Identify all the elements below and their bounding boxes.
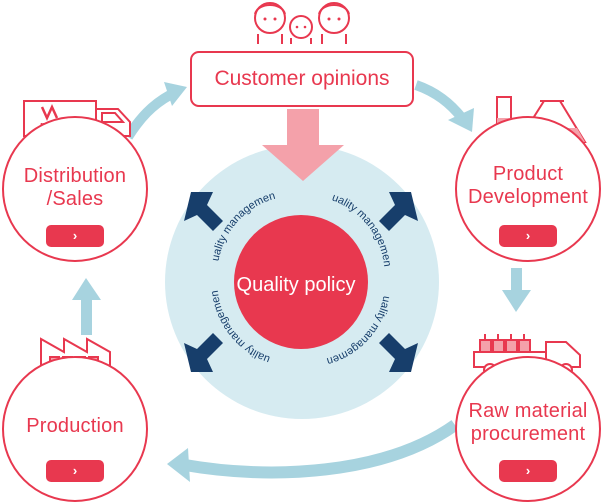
raw-material-procurement-button[interactable]: › <box>499 460 557 482</box>
distribution-sales-button[interactable]: › <box>46 225 104 247</box>
quality-policy-label: Quality policy <box>236 274 356 296</box>
arrow-production-to-distribution <box>72 278 101 335</box>
customer-opinions-label: Customer opinions <box>214 67 390 90</box>
arrow-lower-left <box>184 333 223 372</box>
product-development-label: Product Development <box>467 163 589 208</box>
quality-policy-circle <box>234 215 368 349</box>
product-development-node[interactable]: Product Development › <box>455 116 601 262</box>
production-label: Production <box>26 415 124 437</box>
arrow-upper-right <box>379 192 418 231</box>
distribution-sales-label: Distribution /Sales <box>23 165 127 210</box>
family-icon <box>254 2 350 44</box>
arrow-distribution-to-customer <box>123 82 187 140</box>
diagonal-arrows <box>184 192 418 372</box>
down-arrow-customer-to-policy <box>262 109 344 181</box>
distribution-sales-node[interactable]: Distribution /Sales › <box>2 116 148 262</box>
arrow-upper-left <box>184 192 223 231</box>
production-node[interactable]: Production › <box>2 356 148 502</box>
production-button[interactable]: › <box>46 460 104 482</box>
cycle-arrows <box>72 80 531 482</box>
raw-material-procurement-node[interactable]: Raw material procurement › <box>455 356 601 502</box>
arrow-customer-to-product <box>414 80 474 132</box>
customer-opinions-box: Customer opinions <box>190 51 414 107</box>
arrow-raw-to-production <box>167 420 459 482</box>
product-development-button[interactable]: › <box>499 225 557 247</box>
arrow-lower-right <box>379 333 418 372</box>
arrow-product-to-raw <box>502 268 531 312</box>
raw-material-procurement-label: Raw material procurement <box>468 400 588 445</box>
